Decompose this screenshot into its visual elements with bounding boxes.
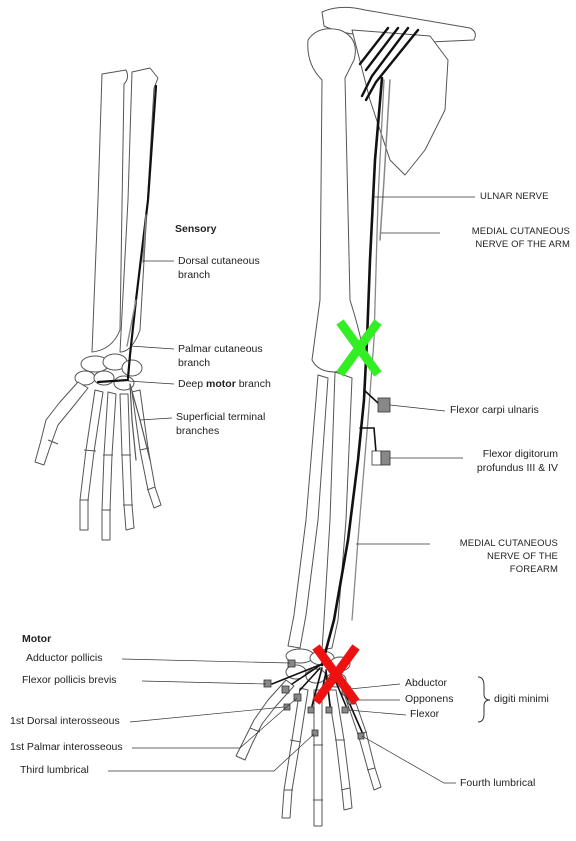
label-deep-part-a: Deep [178,378,206,390]
label-flexor-pollicis-brevis: Flexor pollicis brevis [22,674,117,687]
label-fdp-1: Flexor digitorum [483,448,558,461]
label-flexor: Flexor [410,708,439,721]
leader-deep-motor [128,381,174,384]
label-fourth-lumbrical: Fourth lumbrical [460,777,535,790]
label-mcn-arm-2: NERVE OF THE ARM [475,239,570,251]
branch-flexor-carpi-ulnaris [364,390,378,403]
label-mcn-forearm-1: MEDIAL CUTANEOUS [460,538,558,550]
label-adductor-pollicis: Adductor pollicis [26,652,102,665]
label-deep-part-b: motor [206,378,236,390]
label-first-dorsal-interosseous: 1st Dorsal interosseous [10,715,120,728]
label-palmar-cutaneous-2: branch [178,357,210,370]
label-first-palmar-interosseous: 1st Palmar interosseous [10,741,123,754]
label-fdp-2: profundus III & IV [477,462,558,475]
label-flexor-carpi-ulnaris: Flexor carpi ulnaris [450,404,539,417]
fdp-muscle-marker-dark [381,451,390,465]
label-deep-part-c: branch [236,378,271,390]
leader-palmar-cutaneous [130,346,174,349]
leader-adductor-pollicis [122,659,290,663]
label-third-lumbrical: Third lumbrical [20,764,89,777]
leader-abductor [350,684,400,689]
motor-heading: Motor [22,633,51,646]
label-ulnar-nerve: ULNAR NERVE [480,191,549,203]
label-mcn-forearm-3: FOREARM [510,564,558,576]
fdp-muscle-marker-light [372,451,381,465]
label-palmar-cutaneous-1: Palmar cutaneous [178,343,263,356]
label-mcn-arm-1: MEDIAL CUTANEOUS [472,226,570,238]
label-superficial-1: Superficial terminal [176,411,265,424]
leader-flexor-pollicis-brevis [142,681,266,684]
label-digiti-minimi: digiti minimi [494,693,549,706]
sensory-heading: Sensory [175,223,216,236]
leader-third-lumbrical [108,734,314,771]
digiti-minimi-brace [478,677,490,722]
label-dorsal-cutaneous-2: branch [178,269,210,282]
label-opponens: Opponens [405,693,453,706]
fcu-muscle-marker [378,398,390,412]
label-superficial-2: branches [176,425,219,438]
label-dorsal-cutaneous-1: Dorsal cutaneous [178,255,260,268]
label-deep-motor-branch: Deep motor branch [178,378,271,391]
leader-fcu [390,405,445,411]
forearm-hand-bones [35,68,161,540]
branch-flexor-digitorum-profundus [360,428,376,452]
leader-superficial [140,418,172,420]
label-mcn-forearm-2: NERVE OF THE [487,551,558,563]
label-abductor: Abductor [405,677,447,690]
